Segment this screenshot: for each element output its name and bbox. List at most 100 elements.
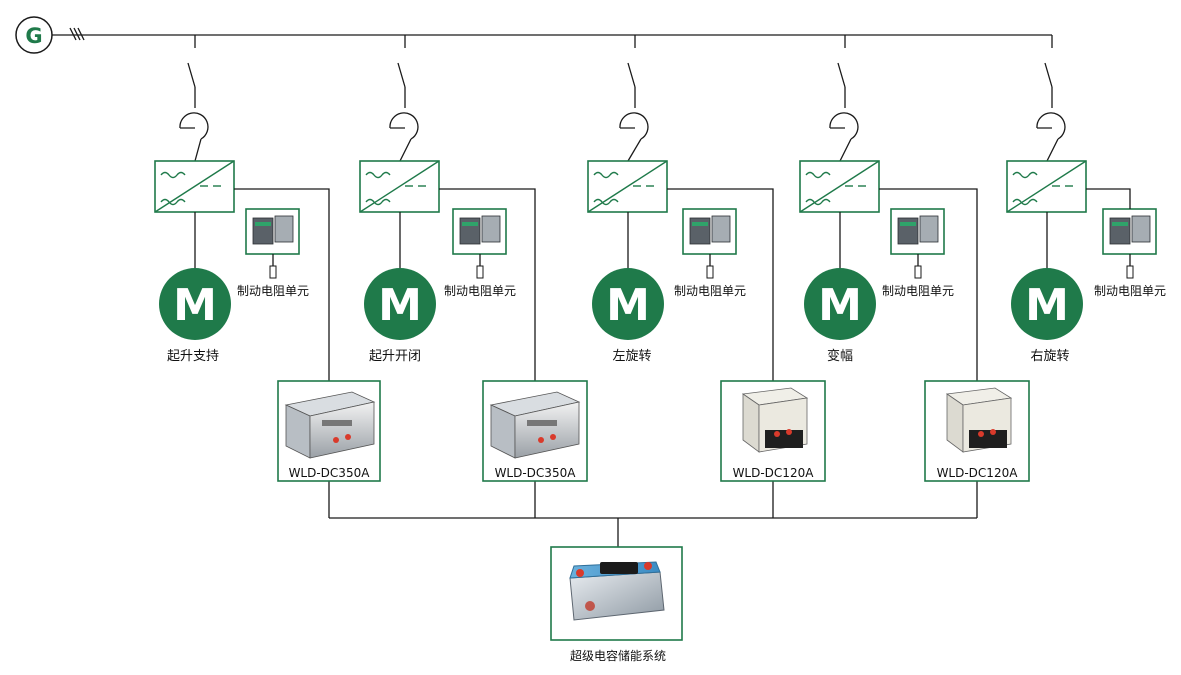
dc-link — [439, 188, 536, 381]
inverter-diagonal — [1006, 160, 1087, 213]
brake-image — [462, 222, 478, 226]
brake-label: 制动电阻单元 — [237, 284, 309, 298]
motor-letter: M — [606, 280, 650, 331]
motor-circle — [592, 268, 664, 340]
resistor-icon — [1126, 265, 1134, 279]
branch: M 起升支持 制动电阻单元 — [154, 35, 309, 364]
brake-image — [689, 217, 711, 245]
supercapacitor-storage: 超级电容储能系统 — [550, 518, 683, 663]
inverter — [154, 160, 235, 213]
dc-link — [879, 188, 978, 381]
brake-image — [481, 215, 501, 243]
motor: M — [804, 268, 876, 340]
resistor-icon — [269, 265, 277, 279]
storage-label: 超级电容储能系统 — [570, 648, 666, 663]
inverter-diagonal — [799, 160, 880, 213]
controller: WLD-DC120A — [720, 380, 826, 482]
motor-label: 变幅 — [827, 348, 853, 364]
breaker-arc — [829, 112, 859, 140]
motor-letter: M — [818, 280, 862, 331]
motor-label: 起升支持 — [167, 349, 219, 364]
switch-blade — [397, 62, 406, 88]
brake-resistor-unit: 制动电阻单元 — [674, 208, 746, 298]
controller-image — [284, 391, 376, 459]
breaker-lead — [839, 138, 852, 162]
dc-bus — [234, 188, 1131, 519]
controller-image — [741, 387, 809, 453]
motor: M — [592, 268, 664, 340]
generator-label: G — [25, 24, 42, 48]
motor-circle — [1011, 268, 1083, 340]
brake-image — [692, 222, 708, 226]
breaker-arc — [389, 112, 419, 140]
brake-resistor-unit: 制动电阻单元 — [1094, 208, 1166, 298]
motor-circle — [364, 268, 436, 340]
motor: M — [364, 268, 436, 340]
motor-letter: M — [1025, 280, 1069, 331]
dc-link — [234, 188, 330, 381]
motor-letter: M — [378, 280, 422, 331]
inverter — [1006, 160, 1087, 213]
busbar-tick — [77, 27, 85, 41]
dc-link — [1086, 188, 1131, 209]
switch-blade — [627, 62, 636, 88]
branches: M 起升支持 制动电阻单元 M 起升开闭 制动电阻单元 M 左旋转 制动电阻单元 M 变幅 制动电阻单… — [154, 35, 1166, 364]
motor-letter: M — [173, 280, 217, 331]
brake-label: 制动电阻单元 — [444, 284, 516, 298]
motor-label: 右旋转 — [1030, 349, 1069, 364]
breaker-arc — [619, 112, 649, 140]
ac-symbol — [1012, 198, 1038, 206]
ac-symbol — [593, 198, 619, 206]
breaker-lead — [194, 138, 202, 162]
controller-image — [489, 391, 581, 459]
inverter — [587, 160, 668, 213]
resistor-icon — [706, 265, 714, 279]
controller: WLD-DC350A — [482, 380, 588, 482]
ac-symbol — [805, 198, 831, 206]
brake-image — [274, 215, 294, 243]
breaker-arc — [179, 112, 209, 140]
brake-resistor-unit: 制动电阻单元 — [444, 208, 516, 298]
brake-image — [252, 217, 274, 245]
motor-label: 起升开闭 — [369, 349, 421, 364]
controller-label: WLD-DC120A — [937, 466, 1019, 480]
breaker-lead — [1046, 138, 1059, 162]
motor-label: 左旋转 — [612, 349, 651, 364]
motor-circle — [804, 268, 876, 340]
brake-image — [255, 222, 271, 226]
switch-blade — [1044, 62, 1053, 88]
brake-image — [711, 215, 731, 243]
brake-image — [459, 217, 481, 245]
inverter-diagonal — [154, 160, 235, 213]
busbar-tick — [73, 27, 81, 41]
controller-label: WLD-DC350A — [495, 466, 577, 480]
controller-label: WLD-DC350A — [289, 466, 371, 480]
brake-label: 制动电阻单元 — [882, 284, 954, 298]
ac-symbol — [805, 171, 831, 179]
brake-image — [919, 215, 939, 243]
ac-symbol — [160, 171, 186, 179]
branch: M 变幅 制动电阻单元 — [799, 35, 954, 364]
ac-symbol — [365, 171, 391, 179]
branch: M 左旋转 制动电阻单元 — [587, 35, 746, 364]
branch: M 右旋转 制动电阻单元 — [1006, 35, 1166, 364]
motor-circle — [159, 268, 231, 340]
brake-image — [900, 222, 916, 226]
inverter — [359, 160, 440, 213]
switch-blade — [187, 62, 196, 88]
breaker-lead — [627, 138, 642, 162]
branch: M 起升开闭 制动电阻单元 — [359, 35, 516, 364]
brake-resistor-unit: 制动电阻单元 — [882, 208, 954, 298]
breaker-arc — [1036, 112, 1066, 140]
dc-link — [667, 188, 774, 381]
ac-symbol — [365, 198, 391, 206]
resistor-icon — [914, 265, 922, 279]
brake-image — [1109, 217, 1131, 245]
inverter-diagonal — [587, 160, 668, 213]
switch-blade — [837, 62, 846, 88]
brake-image — [897, 217, 919, 245]
motor: M — [159, 268, 231, 340]
ac-symbol — [593, 171, 619, 179]
breaker-lead — [399, 138, 412, 162]
